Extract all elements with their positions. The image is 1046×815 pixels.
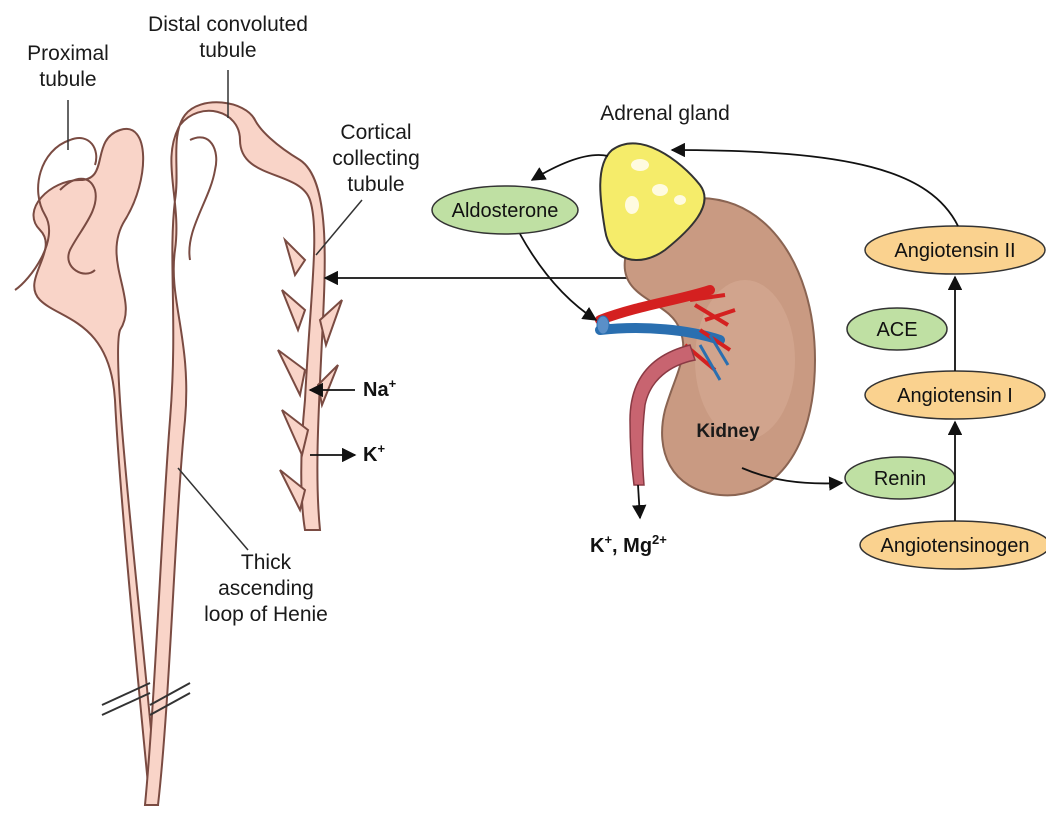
distal-tubule-label-line2: tubule	[199, 39, 256, 62]
thick-ascending-loop-label: Thick ascending loop of Henie	[204, 551, 328, 626]
aldosterone-label: Aldosterone	[452, 200, 559, 222]
renin-oval: Renin	[845, 457, 955, 499]
thick-label-line3: loop of Henie	[204, 603, 328, 626]
thick-label-line1: Thick	[241, 551, 292, 574]
aldosterone-to-kidney-arrow	[520, 234, 596, 320]
proximal-tubule-shape	[15, 129, 158, 805]
ace-label: ACE	[876, 319, 917, 341]
renin-label: Renin	[874, 468, 926, 490]
angiotensinogen-oval: Angiotensinogen	[860, 521, 1046, 569]
ace-oval: ACE	[847, 308, 947, 350]
ureter-arrow	[638, 485, 640, 518]
angiotensin-i-label: Angiotensin I	[897, 385, 1013, 407]
distal-tubule-label: Distal convoluted tubule	[148, 13, 308, 62]
adrenal-gland-label: Adrenal gland	[600, 102, 730, 125]
excreted-ions-label: K+, Mg2+	[590, 532, 667, 557]
cortical-label-line3: tubule	[347, 173, 404, 196]
proximal-tubule-label: Proximal tubule	[27, 42, 109, 91]
thick-label-line2: ascending	[218, 577, 314, 600]
proximal-tubule-label-line1: Proximal	[27, 42, 109, 65]
angiotensin-ii-oval: Angiotensin II	[865, 226, 1045, 274]
angiotensin-i-oval: Angiotensin I	[865, 371, 1045, 419]
cortical-label-line1: Cortical	[340, 121, 411, 144]
na-ion-label: Na+	[363, 376, 397, 401]
k-ion-label: K+	[363, 441, 385, 466]
cortical-collecting-tubule-label: Cortical collecting tubule	[332, 121, 420, 196]
kidney-label: Kidney	[696, 421, 760, 442]
adrenal-to-aldosterone-arrow	[532, 155, 608, 180]
aldosterone-oval: Aldosterone	[432, 186, 578, 234]
angiotensinogen-label: Angiotensinogen	[880, 535, 1029, 557]
angiotensin-ii-label: Angiotensin II	[894, 240, 1015, 262]
cortical-label-line2: collecting	[332, 147, 420, 170]
thick-loop-leader	[178, 468, 248, 550]
distal-tubule-shape	[145, 102, 325, 805]
distal-tubule-label-line1: Distal convoluted	[148, 13, 308, 36]
proximal-tubule-label-line2: tubule	[39, 68, 96, 91]
